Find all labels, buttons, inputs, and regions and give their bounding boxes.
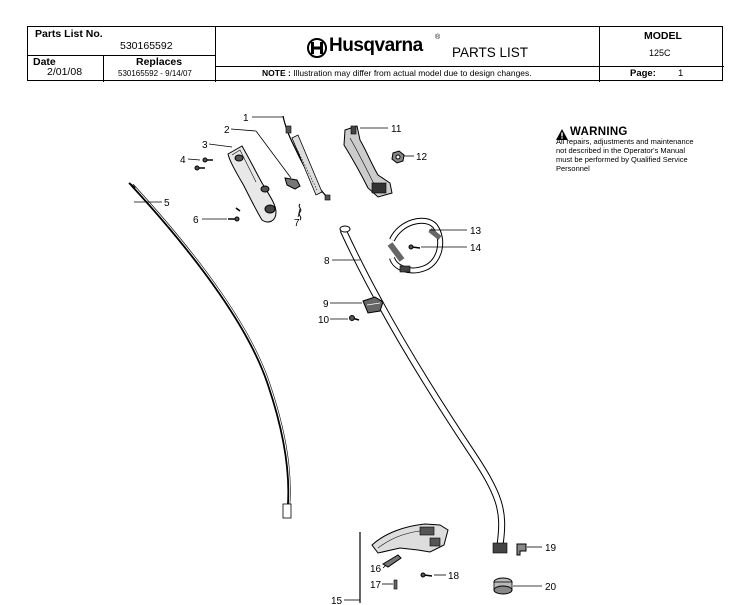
part-bracket [492, 542, 527, 556]
date-cell: Date 2/01/08 [28, 56, 104, 82]
model-cell: MODEL 125C [599, 27, 724, 67]
parts-list-label: Parts List No. [35, 28, 103, 40]
warning-text: All repairs, adjustments and maintenance… [556, 137, 694, 173]
callout-8: 8 [324, 256, 330, 267]
callout-12: 12 [416, 152, 428, 163]
part-nut [391, 150, 405, 164]
part-clamp [362, 296, 384, 314]
model-label: MODEL [644, 30, 682, 42]
callout-10: 10 [318, 315, 330, 326]
part-shield [371, 523, 449, 554]
page-label: Page: [630, 68, 656, 79]
part-screw-17 [393, 579, 398, 590]
part-handle-housing [227, 145, 277, 223]
callout-6: 6 [193, 215, 199, 226]
part-drive-tube [339, 225, 506, 546]
header-table: Parts List No. 530165592 Date 2/01/08 Re… [27, 26, 724, 82]
part-screw-18 [420, 572, 433, 578]
part-flex-shaft [128, 182, 292, 519]
part-screw-14 [408, 244, 421, 250]
page-cell: Page: 1 [599, 67, 724, 82]
callout-17: 17 [370, 580, 382, 591]
callout-20: 20 [545, 582, 557, 593]
part-trimmer-head [493, 577, 513, 595]
leader-lines [134, 116, 542, 603]
warning-triangle-icon [556, 129, 568, 140]
note-text: NOTE : Illustration may differ from actu… [262, 68, 532, 78]
callout-18: 18 [448, 571, 460, 582]
callout-11: 11 [391, 124, 402, 135]
part-screw-4 [194, 157, 213, 171]
replaces-value: 530165592 - 9/14/07 [118, 69, 192, 78]
callout-4: 4 [180, 155, 186, 166]
replaces-label: Replaces [136, 56, 183, 68]
callout-9: 9 [323, 299, 329, 310]
model-value: 125C [649, 48, 671, 58]
part-screw-10 [349, 315, 360, 321]
callout-labels: 1 2 3 4 5 6 7 8 9 10 11 12 13 14 15 16 1… [164, 113, 557, 605]
parts-list-cell: Parts List No. 530165592 [28, 27, 216, 56]
callout-19: 19 [545, 543, 557, 554]
note-label: NOTE : [262, 68, 291, 78]
doc-title: PARTS LIST [452, 45, 529, 60]
callout-7: 7 [294, 218, 300, 229]
part-cutter-blade [382, 554, 402, 568]
warning-notice: WARNING All repairs, adjustments and mai… [556, 126, 696, 173]
replaces-cell: Replaces 530165592 - 9/14/07 [104, 56, 216, 82]
part-spring [298, 203, 302, 221]
callout-1: 1 [243, 113, 249, 124]
page-value: 1 [678, 68, 684, 79]
parts-list-number: 530165592 [120, 40, 173, 52]
husqvarna-logo-icon [306, 38, 328, 63]
callout-5: 5 [164, 198, 170, 209]
warning-title: WARNING [570, 126, 628, 138]
part-trigger [284, 177, 301, 190]
callout-14: 14 [470, 243, 482, 254]
note-cell: NOTE : Illustration may differ from actu… [216, 67, 599, 82]
date-label: Date [33, 56, 56, 68]
part-handle-half [343, 125, 393, 198]
part-throttle-cable [282, 115, 331, 201]
date-value: 2/01/08 [47, 66, 83, 78]
registered-mark-icon: ® [435, 34, 441, 41]
part-handle-loop [387, 217, 444, 274]
callout-16: 16 [370, 564, 382, 575]
callout-2: 2 [224, 125, 230, 136]
note-body: Illustration may differ from actual mode… [293, 68, 532, 78]
callout-3: 3 [202, 140, 208, 151]
brand-name: Husqvarna [329, 35, 423, 56]
callout-15: 15 [331, 596, 343, 605]
title-cell: Husqvarna ® PARTS LIST [216, 27, 599, 67]
callout-13: 13 [470, 226, 482, 237]
part-screw-6 [228, 207, 241, 222]
